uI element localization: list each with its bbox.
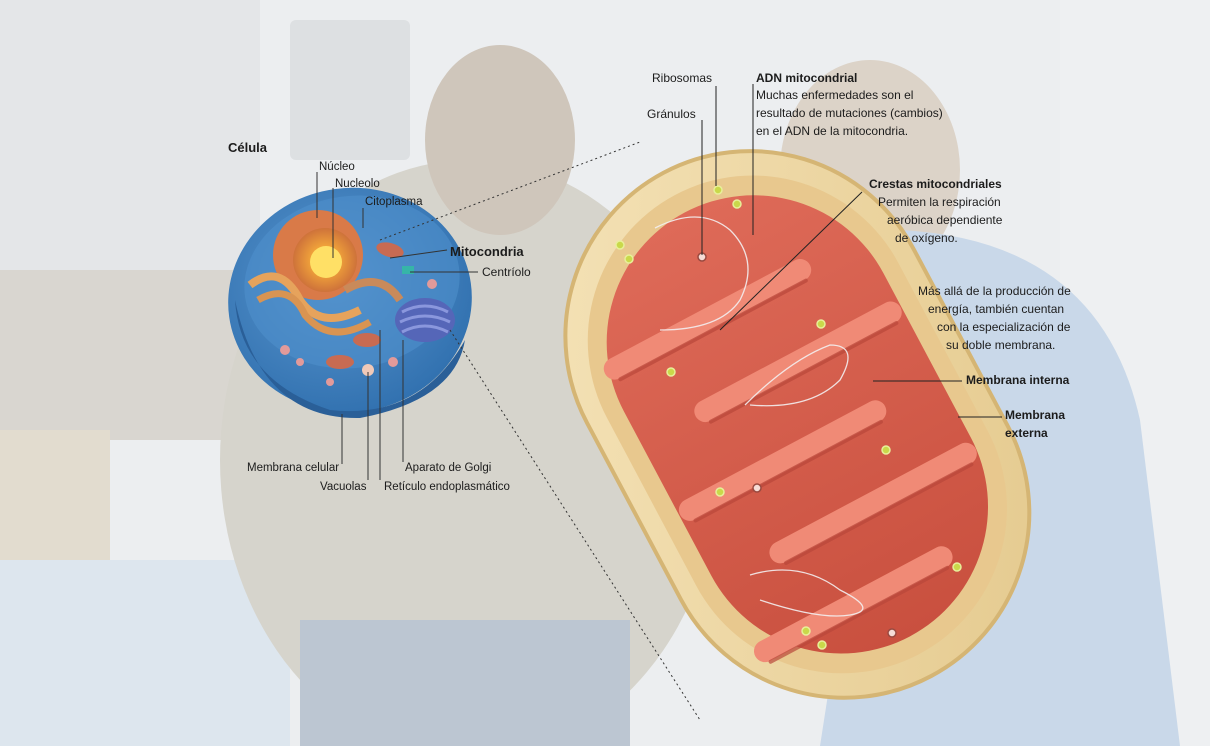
label-outer-membrane-2: externa bbox=[1005, 426, 1048, 440]
cell-leader-lines bbox=[316, 172, 478, 480]
dna-text-3: en el ADN de la mitocondria. bbox=[756, 124, 909, 138]
label-ribosomes: Ribosomas bbox=[652, 71, 713, 85]
label-mitochondria: Mitocondria bbox=[450, 244, 524, 259]
label-vacuoles: Vacuolas bbox=[320, 481, 367, 493]
label-er: Retículo endoplasmático bbox=[384, 481, 510, 493]
cristae-title: Crestas mitocondriales bbox=[869, 177, 1002, 191]
label-nucleolus: Nucleolo bbox=[335, 178, 380, 190]
cristae-text-1: Permiten la respiración bbox=[878, 195, 1001, 209]
label-granules: Gránulos bbox=[647, 107, 696, 121]
dna-text-1: Muchas enfermedades son el bbox=[756, 88, 914, 102]
cell-illustration bbox=[228, 187, 472, 419]
zoom-line-bottom bbox=[449, 329, 701, 721]
label-golgi: Aparato de Golgi bbox=[405, 462, 492, 474]
extra-text-2: energía, también cuentan bbox=[928, 302, 1065, 316]
zoom-line-top bbox=[379, 141, 641, 241]
cristae-text-2: aeróbica dependiente bbox=[887, 213, 1003, 227]
dna-title: ADN mitocondrial bbox=[756, 71, 858, 85]
extra-text-3: con la especialización de bbox=[937, 320, 1071, 334]
label-centriole: Centríolo bbox=[482, 265, 531, 279]
cell-title: Célula bbox=[228, 140, 268, 155]
label-nucleus: Núcleo bbox=[319, 161, 355, 173]
dna-text-2: resultado de mutaciones (cambios) bbox=[756, 106, 943, 120]
nucleolus-shape bbox=[310, 246, 342, 278]
cristae-text-3: de oxígeno. bbox=[895, 231, 958, 245]
extra-text-4: su doble membrana. bbox=[946, 338, 1056, 352]
label-inner-membrane: Membrana interna bbox=[966, 373, 1070, 387]
mitochondrion-illustration bbox=[563, 149, 1032, 700]
extra-text-1: Más allá de la producción de bbox=[918, 284, 1071, 298]
label-outer-membrane-1: Membrana bbox=[1005, 408, 1066, 422]
mito-leader-lines bbox=[701, 84, 1002, 418]
label-cytoplasm: Citoplasma bbox=[365, 196, 423, 208]
label-cell-membrane: Membrana celular bbox=[247, 462, 340, 474]
